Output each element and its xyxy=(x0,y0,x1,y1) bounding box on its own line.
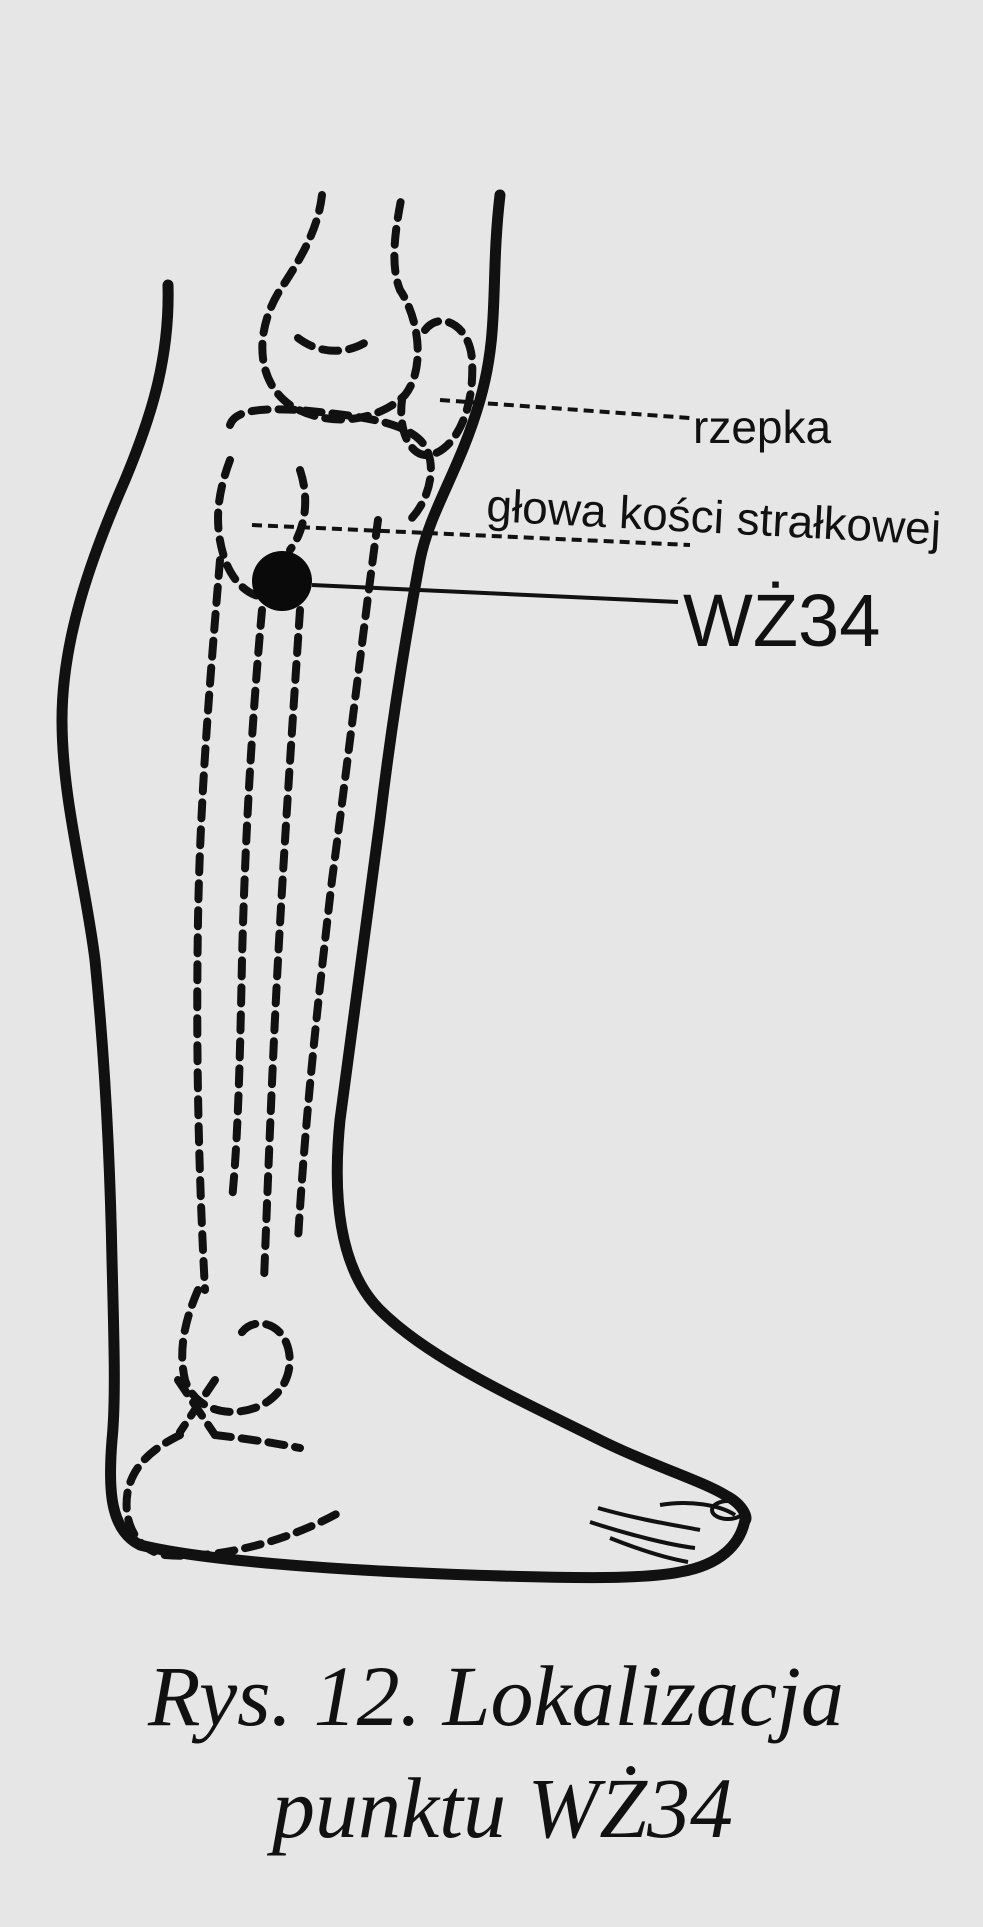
tibia-shaft-inner xyxy=(264,610,300,1280)
patella-inner xyxy=(298,338,372,351)
caption-line-1: Rys. 12. Lokalizacja xyxy=(148,1640,844,1752)
label-rzepka: rzepka xyxy=(693,400,831,454)
ankle-outline xyxy=(182,1290,290,1412)
tarsal-line xyxy=(215,1435,300,1448)
point-wz34-marker xyxy=(252,551,312,611)
fibula-shaft-outer xyxy=(197,560,220,1290)
label-wz34: WŻ34 xyxy=(683,578,880,663)
tibia-plateau xyxy=(230,409,431,520)
caption-line-2: punktu WŻ34 xyxy=(272,1752,733,1864)
heel-bones xyxy=(127,1435,340,1556)
tibia-condyle xyxy=(290,470,305,550)
patella-outline xyxy=(262,195,417,419)
fibula-shaft-inner xyxy=(232,610,262,1200)
leg-outline-back xyxy=(62,285,745,1578)
leg-outline-front xyxy=(337,195,746,1520)
ankle-cross xyxy=(178,1380,215,1435)
